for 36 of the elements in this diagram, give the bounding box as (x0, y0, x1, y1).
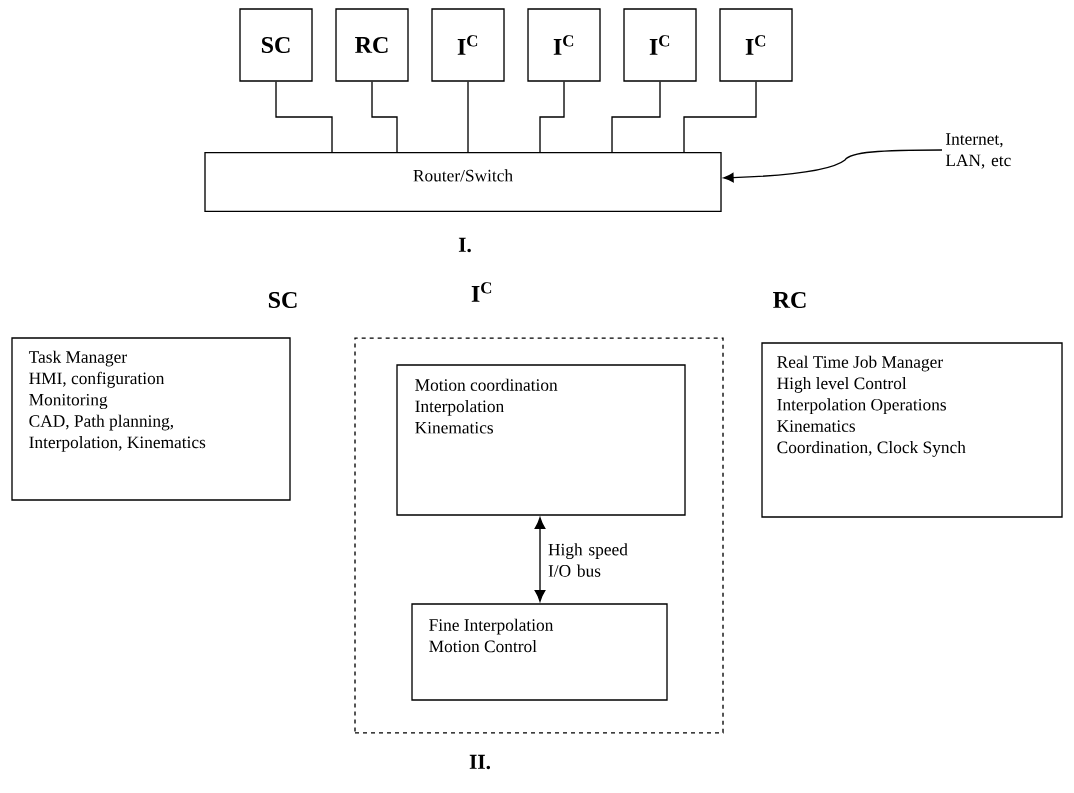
node-label: CAD, Path planning, (29, 414, 173, 431)
node-label: Coordination, Clock Synch (777, 441, 966, 457)
node-label: Interpolation Operations (777, 398, 946, 415)
section-label: II. (469, 754, 491, 770)
node-box: RC (335, 8, 409, 82)
node-label: Real Time Job Manager (777, 355, 943, 372)
connector-line (275, 81, 333, 153)
router-box: Router/Switch (204, 152, 722, 212)
node-label: HMI, configuration (29, 371, 165, 388)
node-box: I$^{C}$ (431, 8, 505, 82)
panel-box: Fine Interpolation Motion Control (411, 603, 668, 701)
connector-line (683, 81, 757, 153)
panel-box: Real Time Job Manager High level Control Interpolation Operations Kinematics Coordination, Clock Synch (761, 342, 1063, 518)
node-label: Task Manager (28, 350, 127, 367)
node-box: I$^{C}$ (527, 8, 601, 82)
arrow (534, 517, 546, 602)
connector-line (467, 81, 469, 153)
node-box: SC (239, 8, 313, 82)
panel-box: Task Manager HMI, configuration Monitoring CAD, Path planning, Interpolation, Kinematics (11, 337, 291, 501)
section-label: I. (458, 237, 471, 253)
panel-heading: SC (268, 291, 297, 309)
node-label: Monitoring (29, 393, 108, 410)
node-box: I$^{C}$ (623, 8, 697, 82)
node-label: High level Control (777, 377, 907, 393)
connector-line (611, 81, 661, 153)
panel-heading: I$^{C}$ (471, 282, 492, 302)
node-label: Interpolation, Kinematics (29, 436, 206, 452)
network-text: Internet, LAN, etc (945, 133, 1011, 169)
panel-box: Motion coordination Interpolation Kinematics (396, 364, 686, 516)
arrow (723, 149, 943, 183)
panel-heading: RC (773, 291, 806, 309)
connector-line (539, 81, 565, 153)
node-label: Kinematics (777, 420, 856, 432)
edge-label: High speed I/O bus (548, 543, 628, 577)
connector-line (371, 81, 398, 153)
node-box: I$^{C}$ (719, 8, 793, 82)
